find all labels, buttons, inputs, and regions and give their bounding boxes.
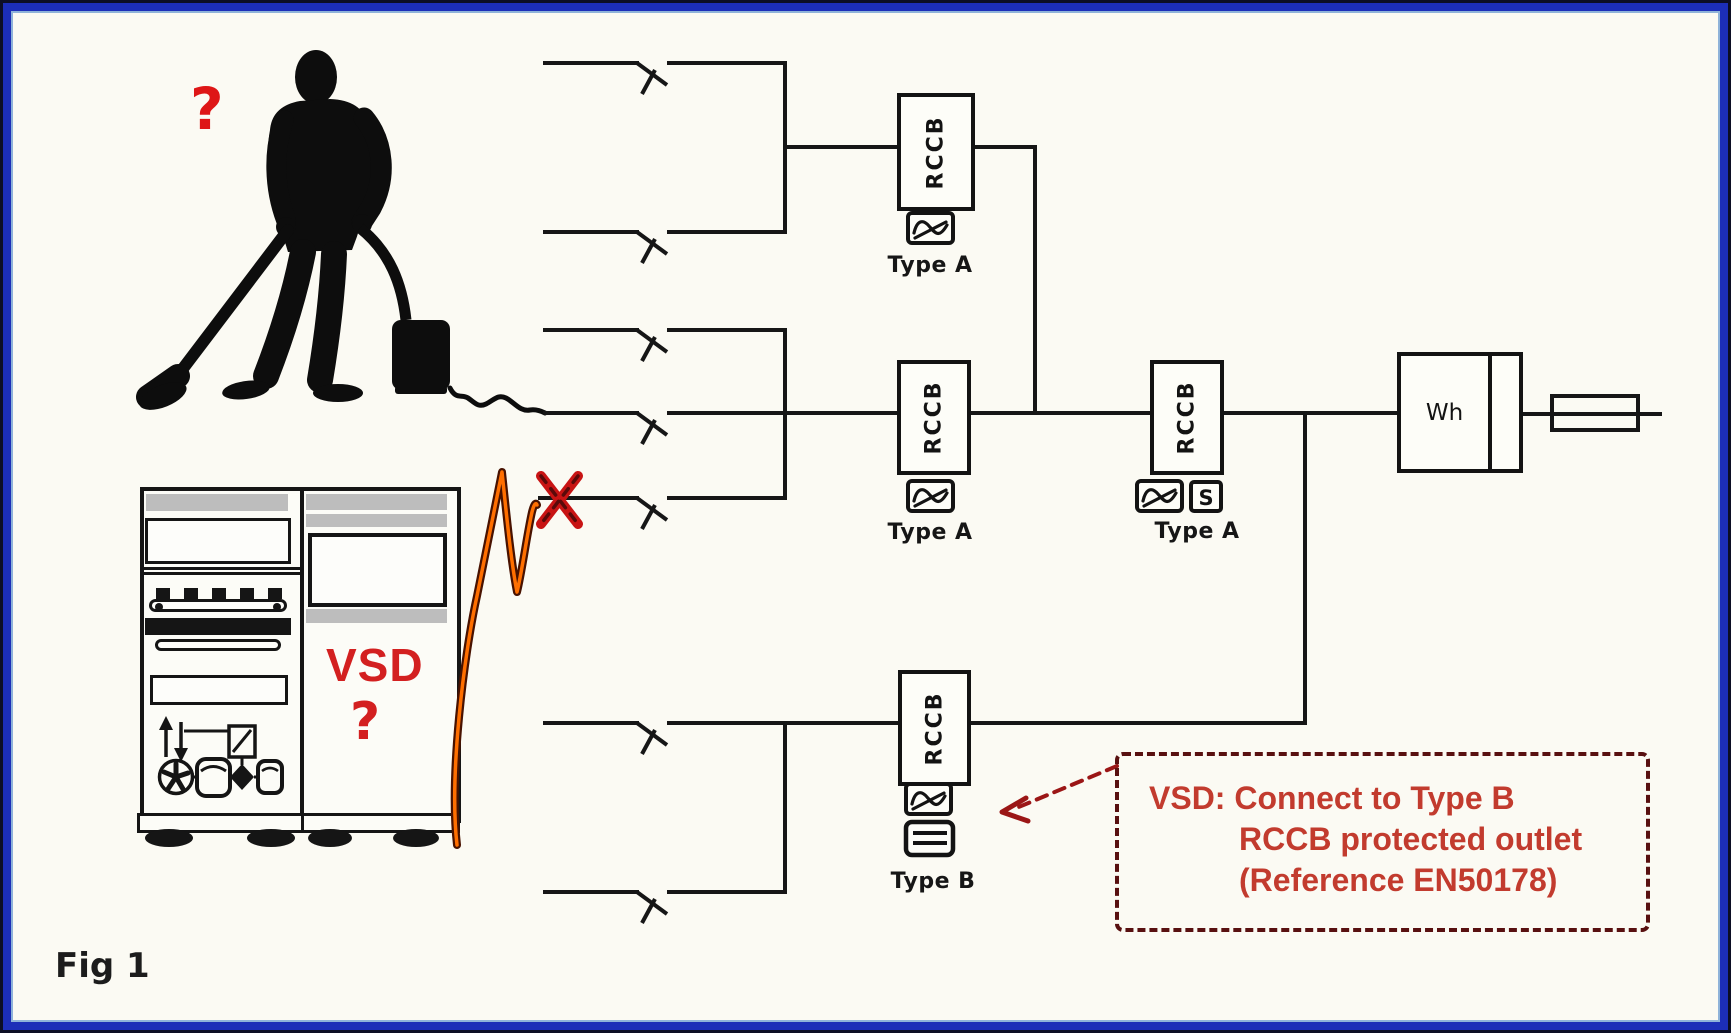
surge-curve [450, 468, 541, 849]
rccb-label: RCCB [922, 691, 947, 765]
cabinet-band [306, 609, 447, 623]
vsd-question-mark: ? [350, 692, 381, 752]
terminal-rail [149, 599, 287, 612]
terminal-rail [155, 639, 281, 651]
breaker-switch-icons [635, 61, 669, 925]
type-a-wave-icon [1135, 479, 1184, 513]
terminal-strip [145, 618, 291, 635]
cabinet-label-panel [150, 675, 288, 705]
type-a-wave-icon [906, 479, 955, 513]
vacuum-wand-icon [136, 224, 294, 410]
control-cabinet [140, 487, 306, 823]
fuse-icon [1550, 394, 1640, 432]
rccb-label: RCCB [921, 380, 947, 455]
vsd-display-window [308, 533, 447, 607]
type-label-4: Type B [890, 869, 976, 894]
type-label-1: Type A [887, 253, 973, 278]
power-cord [447, 385, 548, 416]
svg-text:S: S [1198, 486, 1213, 510]
rccb-label: RCCB [1174, 380, 1200, 455]
cabinet-band [306, 514, 447, 527]
vsd-cabinet [300, 487, 461, 823]
type-label-3: Type A [1154, 519, 1240, 544]
rccb-box-1: RCCB [897, 93, 975, 211]
cabinet-band [146, 494, 288, 511]
rccb-box-3: RCCB [1150, 360, 1224, 475]
selective-s-icon: S [1189, 480, 1223, 513]
vsd-label: VSD [326, 639, 424, 691]
note-line-1: VSD: Connect to Type B [1149, 780, 1515, 816]
meter-label: Wh [1425, 399, 1464, 426]
rccb-box-4: RCCB [898, 670, 971, 786]
cabinet-strip [144, 567, 302, 575]
smooth-dc-lines-icon [903, 819, 956, 858]
cabinet-band [306, 494, 447, 510]
type-a-wave-icon [906, 211, 955, 245]
type-b-wave-icon [904, 782, 953, 816]
connector-blocks [156, 588, 282, 599]
rccb-label: RCCB [923, 115, 949, 189]
energy-meter: Wh [1397, 352, 1523, 473]
cabinet-base [301, 813, 460, 833]
rccb-box-2: RCCB [897, 360, 971, 475]
cabinet-display-window [145, 518, 291, 564]
meter-divider [1488, 356, 1492, 469]
dashed-arrow-icon [999, 764, 1119, 824]
note-line-3: (Reference EN50178) [1239, 862, 1558, 898]
vacuum-canister-icon [356, 223, 450, 394]
cabinet-base [137, 813, 305, 833]
type-label-2: Type A [887, 520, 973, 545]
note-line-2: RCCB protected outlet [1239, 821, 1583, 857]
person-question-mark: ? [190, 75, 224, 143]
vsd-note-box: VSD: Connect to Type B RCCB protected ou… [1115, 752, 1650, 932]
red-x-icon [536, 471, 583, 529]
figure-caption: Fig 1 [55, 946, 150, 986]
